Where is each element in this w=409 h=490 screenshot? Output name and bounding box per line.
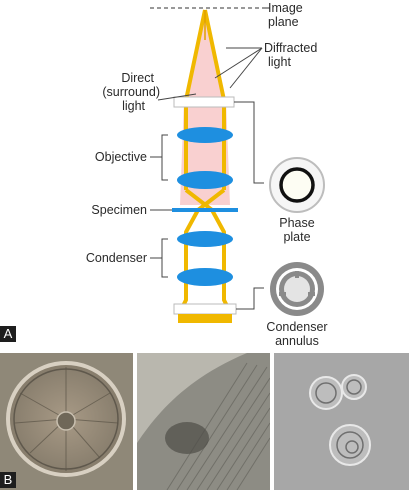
condenser-annulus-in-beam: [173, 303, 237, 315]
objective-lens-lower: [177, 171, 233, 189]
panel-a-label: A: [0, 326, 16, 342]
condenser-annulus-disc: [270, 262, 324, 316]
micrograph-cells-dic: [274, 353, 409, 490]
label-condenser: Condenser: [86, 251, 147, 265]
condenser-lens-upper: [177, 231, 233, 247]
panel-b-label: B: [0, 472, 16, 488]
objective-lens-upper: [177, 127, 233, 143]
phase-plate-disc: [269, 157, 325, 213]
phase-plate-in-beam: [173, 96, 235, 108]
label-objective: Objective: [95, 150, 147, 164]
label-specimen: Specimen: [91, 203, 147, 217]
micrograph-ciliate: [137, 353, 270, 490]
micrograph-cell: [0, 353, 133, 490]
condenser-lens-lower: [177, 268, 233, 286]
specimen-slide: [172, 208, 238, 212]
label-direct-light: Direct(surround)light: [102, 71, 160, 113]
